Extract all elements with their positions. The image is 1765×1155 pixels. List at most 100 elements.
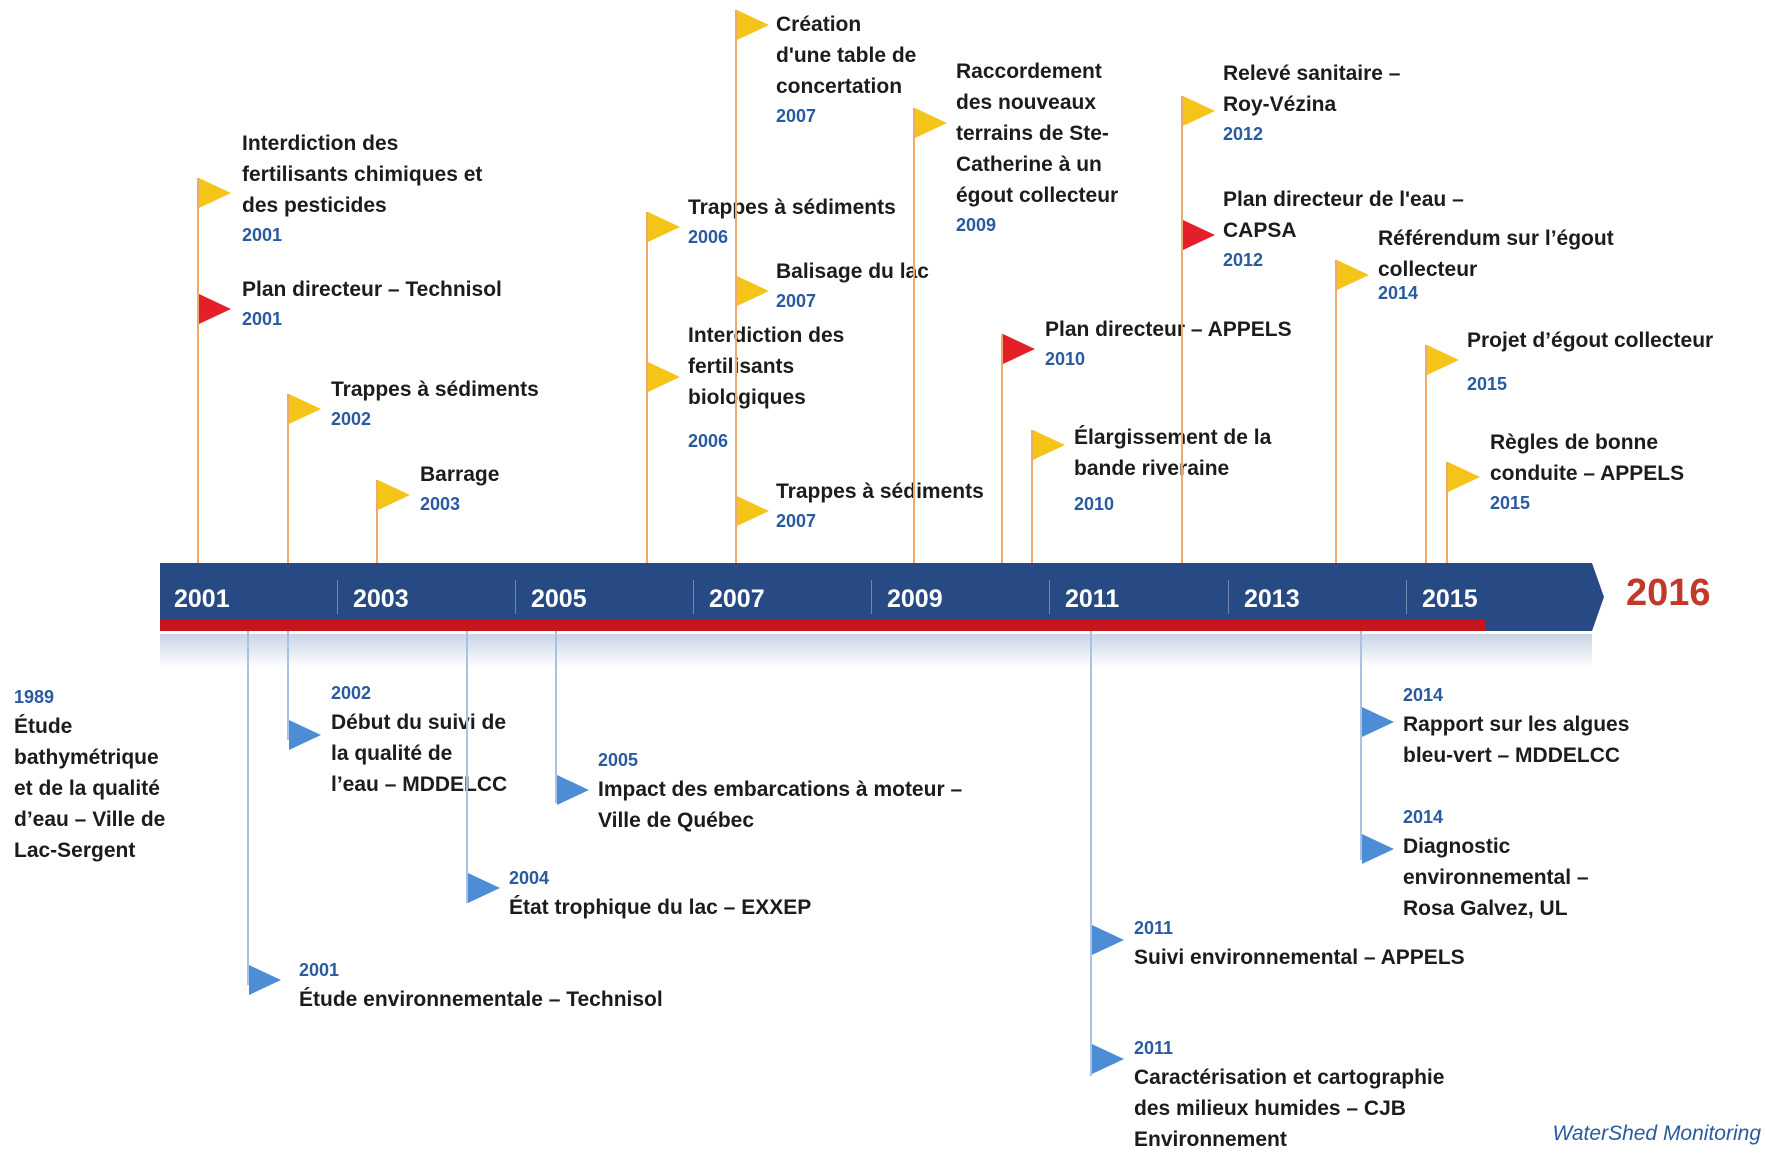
yellow-flag-icon <box>1448 462 1480 492</box>
event-text-line: Plan directeur – APPELS <box>1045 318 1292 341</box>
timeline-bar-shadow <box>160 634 1592 668</box>
yellow-flag-icon <box>915 108 947 138</box>
event-text-line: CAPSA <box>1223 219 1297 242</box>
event-text-line: égout collecteur <box>956 184 1119 207</box>
event-text-line: Plan directeur – Technisol <box>242 278 502 301</box>
year-label: 2001 <box>174 585 230 613</box>
event-year: 2003 <box>420 494 461 514</box>
event-year: 2007 <box>776 511 817 531</box>
event-year: 2002 <box>331 409 372 429</box>
yellow-flag-icon <box>737 10 769 40</box>
event-text-line: d'une table de <box>776 44 917 67</box>
event-text-line: Projet d’égout collecteur <box>1467 329 1714 352</box>
blue-flag-icon <box>1092 925 1124 955</box>
event-year: 2014 <box>1378 283 1419 303</box>
event-year: 2011 <box>1134 1038 1174 1058</box>
event-text-line: des milieux humides – CJB <box>1134 1097 1406 1120</box>
event-text-line: Suivi environnemental – APPELS <box>1134 946 1465 969</box>
event-text-line: Environnement <box>1134 1128 1287 1151</box>
event-text-line: Raccordement <box>956 60 1102 83</box>
flag-pole <box>1031 430 1033 563</box>
event-text-line: Référendum sur l’égout <box>1378 227 1614 250</box>
year-divider <box>1049 580 1050 614</box>
event-year: 2014 <box>1403 685 1444 705</box>
event-text-line: Élargissement de la <box>1074 426 1272 449</box>
event-label: Projet d’égout collecteur 2015 <box>1467 325 1713 398</box>
red-flag-icon <box>199 294 231 324</box>
event-text-line: Relevé sanitaire – <box>1223 62 1401 85</box>
event-text-line: Règles de bonne <box>1490 431 1659 454</box>
event-year: 2015 <box>1467 374 1508 394</box>
event-text-line: l’eau – MDDELCC <box>331 773 508 796</box>
yellow-flag-icon <box>199 178 231 208</box>
year-divider <box>1406 580 1407 614</box>
year-divider <box>1228 580 1229 614</box>
event-text-line: et de la qualité <box>14 777 160 800</box>
red-flag-icon <box>1183 220 1215 250</box>
yellow-flag-icon <box>378 480 410 510</box>
event-text-line: fertilisants chimiques et <box>242 163 483 186</box>
year-label: 2009 <box>887 585 943 613</box>
event-year: 2001 <box>242 225 283 245</box>
blue-flag-icon <box>1362 707 1394 737</box>
yellow-flag-icon <box>1183 96 1215 126</box>
event-year: 2004 <box>509 868 550 888</box>
flag-pole <box>646 362 648 563</box>
year-label: 2005 <box>531 585 587 613</box>
event-text-line: Diagnostic <box>1403 835 1511 858</box>
year-label: 2015 <box>1422 585 1478 613</box>
flag-pole <box>555 631 557 803</box>
yellow-flag-icon <box>1337 260 1369 290</box>
timeline-bar <box>160 563 1592 631</box>
year-divider <box>871 580 872 614</box>
year-divider <box>515 580 516 614</box>
event-year: 2007 <box>776 106 817 126</box>
flag-pole <box>735 496 737 563</box>
flag-pole <box>466 631 468 903</box>
event-year: 2005 <box>598 750 639 770</box>
event-text-line: Étude environnementale – Technisol <box>299 988 663 1011</box>
event-text-line: collecteur <box>1378 258 1478 281</box>
event-text-line: la qualité de <box>331 742 453 765</box>
yellow-flag-icon <box>737 276 769 306</box>
event-year: 2009 <box>956 215 997 235</box>
yellow-flag-icon <box>289 394 321 424</box>
event-text-line: Début du suivi de <box>331 711 507 734</box>
event-year: 2006 <box>688 431 729 451</box>
blue-flag-icon <box>249 965 281 995</box>
blue-flag-icon <box>557 775 589 805</box>
year-divider <box>337 580 338 614</box>
event-text-line: Balisage du lac <box>776 260 929 283</box>
yellow-flag-icon <box>648 362 680 392</box>
flag-pole <box>1425 345 1427 563</box>
event-year: 2001 <box>299 960 340 980</box>
yellow-flag-icon <box>1033 430 1065 460</box>
event-year: 2002 <box>331 683 372 703</box>
event-year: 2014 <box>1403 807 1444 827</box>
event-text-line: Barrage <box>420 463 500 486</box>
event-text-line: Catherine à un <box>956 153 1102 176</box>
year-label: 2011 <box>1065 585 1120 613</box>
event-text-line: concertation <box>776 75 903 98</box>
year-label: 2013 <box>1244 585 1300 613</box>
event-year: 2010 <box>1045 349 1086 369</box>
flag-pole <box>287 394 289 563</box>
flag-pole <box>1335 260 1337 563</box>
event-text-line: Roy-Vézina <box>1223 93 1337 116</box>
event-text-line: Caractérisation et cartographie <box>1134 1066 1445 1089</box>
blue-flag-icon <box>1362 834 1394 864</box>
